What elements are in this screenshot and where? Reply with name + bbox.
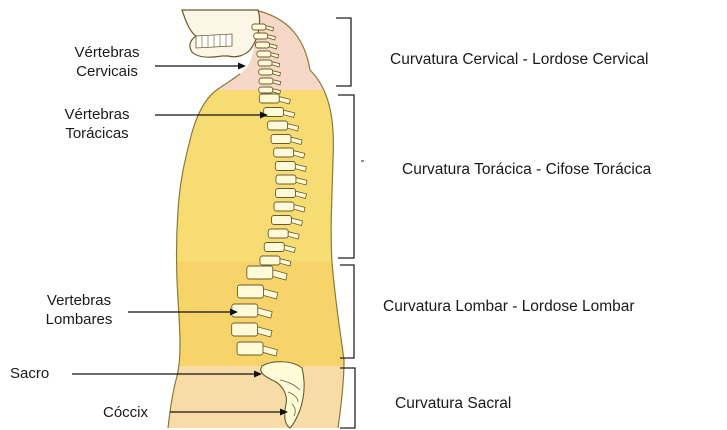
label-sacrum: Sacro	[10, 364, 49, 383]
label-cervical-line2: Cervicais	[52, 62, 162, 81]
label-thoracic-curvature: Curvatura Torácica - Cifose Torácica	[402, 160, 651, 180]
label-thoracic-line1: Vértebras	[42, 105, 152, 124]
label-coccyx: Cóccix	[103, 403, 148, 422]
label-cervical-line1: Vértebras	[52, 43, 162, 62]
label-lumbar-line2: Lombares	[24, 310, 134, 329]
label-cervical-vertebrae: Vértebras Cervicais	[52, 43, 162, 81]
label-thoracic-vertebrae: Vértebras Torácicas	[42, 105, 152, 143]
label-cervical-curvature: Curvatura Cervical - Lordose Cervical	[390, 50, 648, 70]
cervical-bracket	[336, 18, 351, 86]
label-thoracic-line2: Torácicas	[42, 124, 152, 143]
label-lumbar-curvature: Curvatura Lombar - Lordose Lombar	[383, 297, 635, 317]
thoracic-bracket	[338, 95, 354, 258]
label-sacral-curvature: Curvatura Sacral	[395, 394, 511, 414]
label-lumbar-vertebrae: Vertebras Lombares	[24, 291, 134, 329]
label-lumbar-line1: Vertebras	[24, 291, 134, 310]
sacral-region	[150, 366, 370, 430]
skull-icon	[182, 10, 260, 57]
